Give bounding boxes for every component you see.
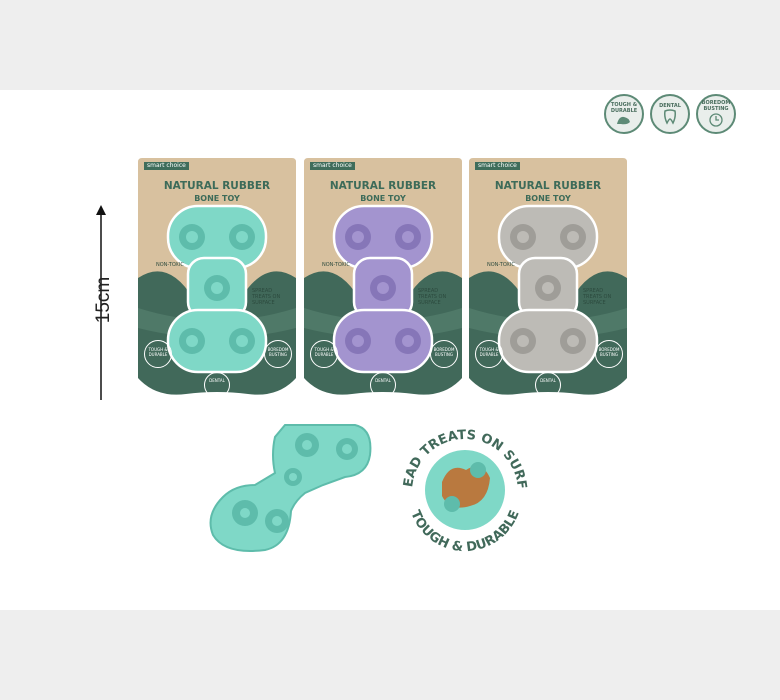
tooth-icon bbox=[664, 109, 676, 125]
bone-toy-product bbox=[209, 424, 372, 552]
bottom-band bbox=[0, 610, 780, 700]
pack-card bbox=[304, 158, 462, 395]
spread-label: SPREAD TREATS ON SURFACE bbox=[418, 288, 447, 306]
pack-teal: smart choice NATURAL RUBBER BONE TOY NON… bbox=[138, 158, 296, 398]
pack-title: NATURAL RUBBER bbox=[163, 180, 271, 192]
clock-icon bbox=[709, 113, 723, 127]
feature-boredom-busting: BOREDOM BUSTING bbox=[696, 94, 736, 134]
feature-label: BOREDOM BUSTING bbox=[701, 100, 731, 112]
badge-dental: DENTAL bbox=[370, 372, 396, 398]
feature-label: TOUGH & DURABLE bbox=[610, 102, 638, 114]
pack-subtitle: BONE TOY bbox=[194, 194, 240, 203]
muscle-icon bbox=[617, 116, 630, 125]
badge-boredom-busting: BOREDOM BUSTING bbox=[595, 340, 623, 368]
dimension-arrow bbox=[96, 205, 106, 400]
badge-tough-durable: TOUGH & DURABLE bbox=[475, 340, 503, 368]
brand-logo: smart choice bbox=[475, 162, 520, 170]
pack-grey: smart choice NATURAL RUBBER BONE TOY NON… bbox=[469, 158, 627, 398]
circle-badge: SPREAD TREATS ON SURFACE TOUGH & DURABLE bbox=[390, 412, 539, 561]
non-toxic-label: NON-TOXIC bbox=[156, 262, 184, 268]
pack-card bbox=[138, 158, 296, 395]
non-toxic-label: NON-TOXIC bbox=[487, 262, 515, 268]
feature-icons: TOUGH & DURABLE DENTAL BOREDOM BUSTING bbox=[604, 94, 736, 134]
brand-logo: smart choice bbox=[310, 162, 355, 170]
feature-dental: DENTAL bbox=[650, 94, 690, 134]
badge-tough-durable: TOUGH & DURABLE bbox=[310, 340, 338, 368]
pack-title: NATURAL RUBBER bbox=[494, 180, 602, 192]
dimension-label: 15cm bbox=[93, 276, 114, 324]
badge-dental: DENTAL bbox=[535, 372, 561, 398]
feature-label: DENTAL bbox=[659, 103, 681, 109]
feature-tough-durable: TOUGH & DURABLE bbox=[604, 94, 644, 134]
non-toxic-label: NON-TOXIC bbox=[322, 262, 350, 268]
spread-label: SPREAD TREATS ON SURFACE bbox=[252, 288, 281, 306]
badge-tough-durable: TOUGH & DURABLE bbox=[144, 340, 172, 368]
pack-title: NATURAL RUBBER bbox=[329, 180, 437, 192]
badge-boredom-busting: BOREDOM BUSTING bbox=[430, 340, 458, 368]
pack-card bbox=[469, 158, 627, 395]
top-band bbox=[0, 0, 780, 90]
badge-dental: DENTAL bbox=[204, 372, 230, 398]
pack-lilac: smart choice NATURAL RUBBER BONE TOY NON… bbox=[304, 158, 462, 398]
pack-subtitle: BONE TOY bbox=[525, 194, 571, 203]
brand-logo: smart choice bbox=[144, 162, 189, 170]
pack-subtitle: BONE TOY bbox=[360, 194, 406, 203]
badge-boredom-busting: BOREDOM BUSTING bbox=[264, 340, 292, 368]
spread-label: SPREAD TREATS ON SURFACE bbox=[583, 288, 612, 306]
